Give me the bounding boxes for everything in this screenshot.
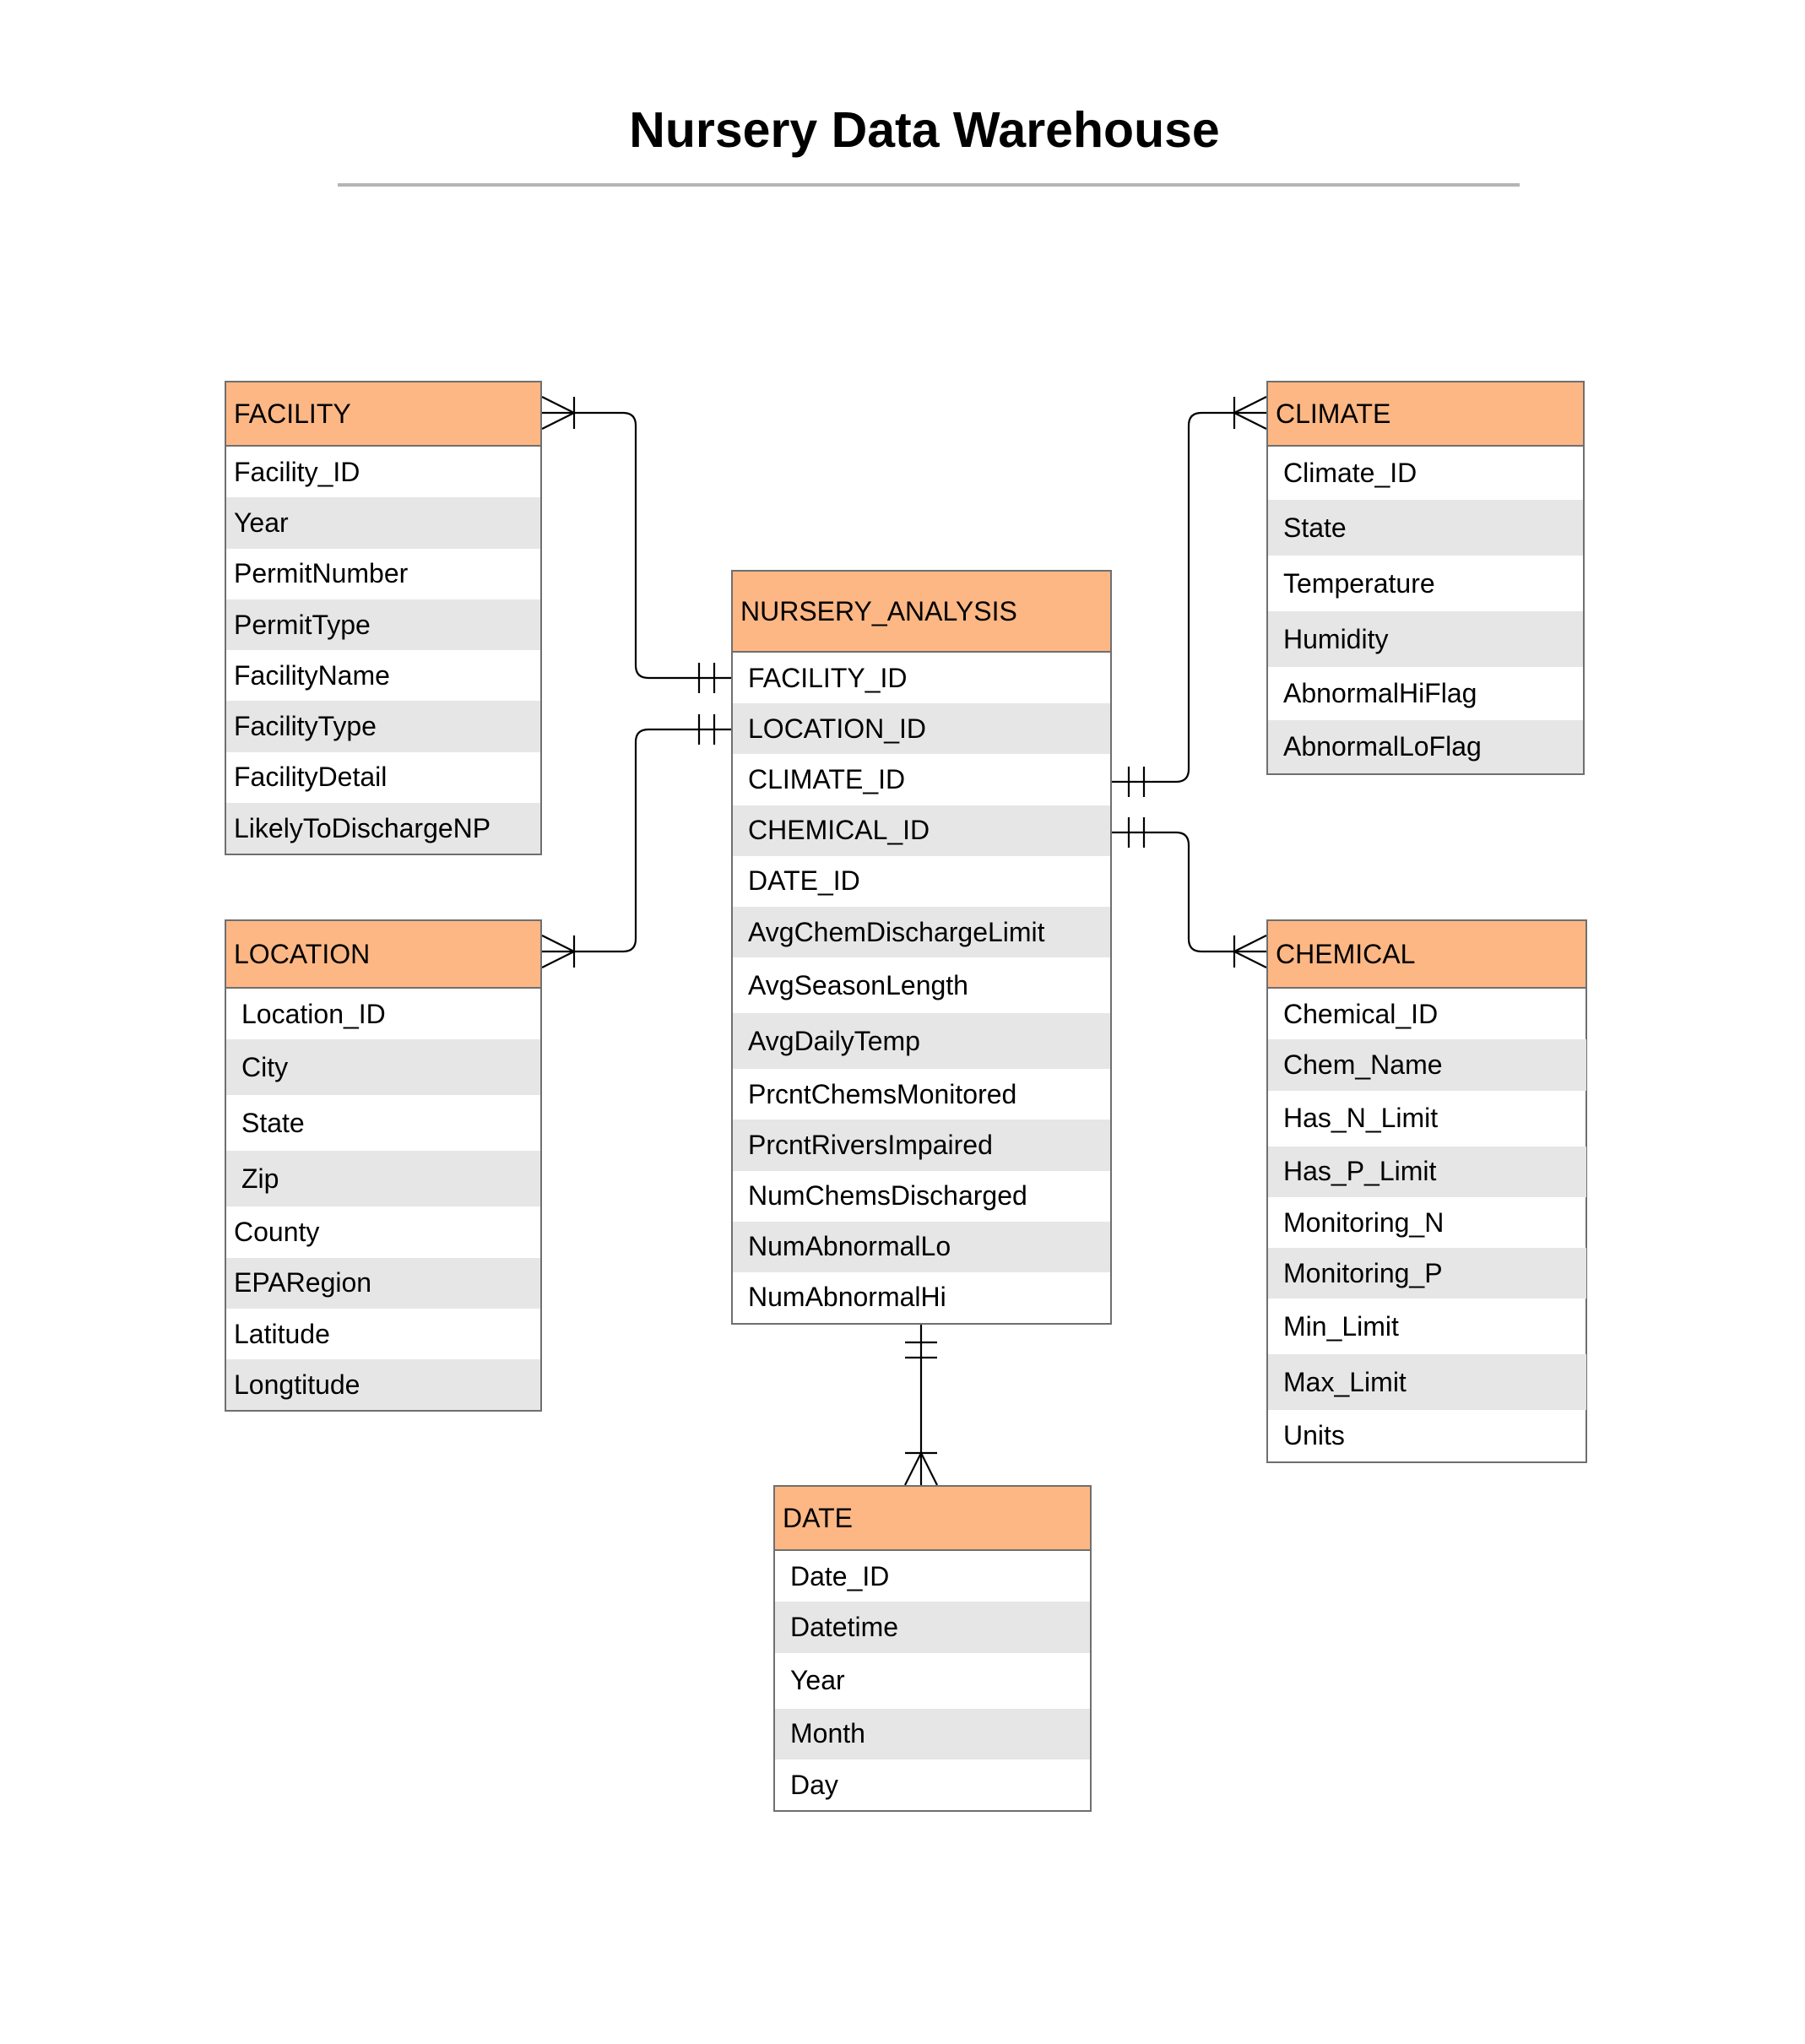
entity-field: PermitNumber [234,558,409,589]
entity-field: Monitoring_N [1283,1206,1445,1238]
connector-climate [1112,396,1267,797]
entity-field: County [234,1216,320,1247]
entity-field: Latitude [234,1318,330,1349]
entity-field: NumChemsDischarged [748,1180,1027,1212]
connector-location [541,714,731,968]
entity-field: PermitType [226,599,540,651]
entity-header: CLIMATE [1268,382,1583,447]
entity-field: Chemical_ID [1283,998,1439,1029]
crowfoot-chemical-a [1233,935,1267,952]
connector-date [904,1324,938,1486]
connector-climate-line [1112,411,1266,783]
entity-field: Monitoring_P [1268,1248,1586,1299]
entity-field: NumAbnormalLo [733,1221,1110,1272]
crowfoot-location-a [541,935,575,952]
connector-facility [541,396,731,693]
entity-field: Humidity [1268,611,1583,667]
entity-field: Longtitude [226,1359,540,1411]
entity-field: FacilityName [234,659,390,691]
crowfoot-facility-b [541,412,575,430]
crowfoot-climate-b [1233,412,1267,430]
crowfoot-facility-a [541,396,575,414]
entity-field: DATE_ID [748,865,860,897]
entity-date: DATE Date_ID Datetime Year Month Day [773,1485,1092,1813]
entity-field: AvgSeasonLength [748,969,968,1000]
entity-field: CHEMICAL_ID [733,805,1110,856]
entity-field: FacilityType [226,701,540,752]
entity-field: PrcntRiversImpaired [733,1120,1110,1171]
connector-location-line [542,728,731,953]
entity-field: FacilityDetail [234,762,388,793]
entity-field: Year [226,497,540,549]
entity-field: AbnormalLoFlag [1268,720,1583,773]
title-divider [338,183,1520,187]
entity-field: Climate_ID [1283,458,1417,488]
entity-field: Has_N_Limit [1283,1103,1439,1134]
entity-field: CLIMATE_ID [748,763,906,794]
entity-field: NumAbnormalHi [748,1282,946,1313]
connector-facility-line [542,411,731,680]
entity-field: Chem_Name [1268,1039,1586,1091]
entity-field: Units [1283,1420,1345,1451]
entity-header: CHEMICAL [1268,921,1585,989]
entity-field: State [241,1107,305,1138]
entity-field: State [1268,500,1583,556]
entity-field: Max_Limit [1268,1354,1586,1411]
entity-field: Temperature [1283,567,1435,599]
crowfoot-date-a [904,1452,922,1486]
entity-facility: FACILITY Facility_ID Year PermitNumber P… [225,381,542,856]
entity-field: AvgChemDischargeLimit [733,906,1110,958]
entity-field: LOCATION_ID [733,703,1110,755]
entity-location: LOCATION Location_ID City State Zip Coun… [225,919,542,1412]
entity-chemical: CHEMICAL Chemical_ID Chem_Name Has_N_Lim… [1266,919,1587,1463]
entity-field: FACILITY_ID [748,662,908,693]
crowfoot-climate-a [1233,396,1267,414]
connector-chemical [1112,817,1267,968]
entity-header: DATE [775,1487,1090,1551]
entity-header: NURSERY_ANALYSIS [733,572,1110,653]
entity-nursery-analysis: NURSERY_ANALYSIS FACILITY_ID LOCATION_ID… [731,570,1112,1326]
entity-field: Day [790,1769,838,1800]
entity-field: Has_P_Limit [1268,1146,1586,1197]
page-title: Nursery Data Warehouse [629,102,1220,158]
entity-climate: CLIMATE Climate_ID State Temperature Hum… [1266,381,1585,775]
entity-field: Month [775,1708,1090,1759]
entity-field: PrcntChemsMonitored [748,1078,1017,1109]
entity-field: Min_Limit [1283,1310,1399,1342]
entity-field: AvgDailyTemp [733,1013,1110,1070]
entity-field: Zip [226,1151,540,1207]
entity-field: City [226,1039,540,1096]
entity-field: EPARegion [226,1257,540,1309]
entity-header: FACILITY [226,382,540,447]
entity-field: Year [790,1665,845,1696]
crowfoot-date-b [920,1452,938,1486]
entity-field: Facility_ID [234,456,360,487]
entity-field: LikelyToDischargeNP [226,803,540,854]
entity-field: Datetime [775,1602,1090,1653]
connector-chemical-line [1112,831,1266,953]
entity-field: Location_ID [241,998,386,1029]
entity-header: LOCATION [226,921,540,989]
crowfoot-chemical-b [1233,951,1267,968]
entity-field: Date_ID [790,1560,890,1591]
crowfoot-location-b [541,951,575,968]
entity-field: AbnormalHiFlag [1283,678,1477,708]
